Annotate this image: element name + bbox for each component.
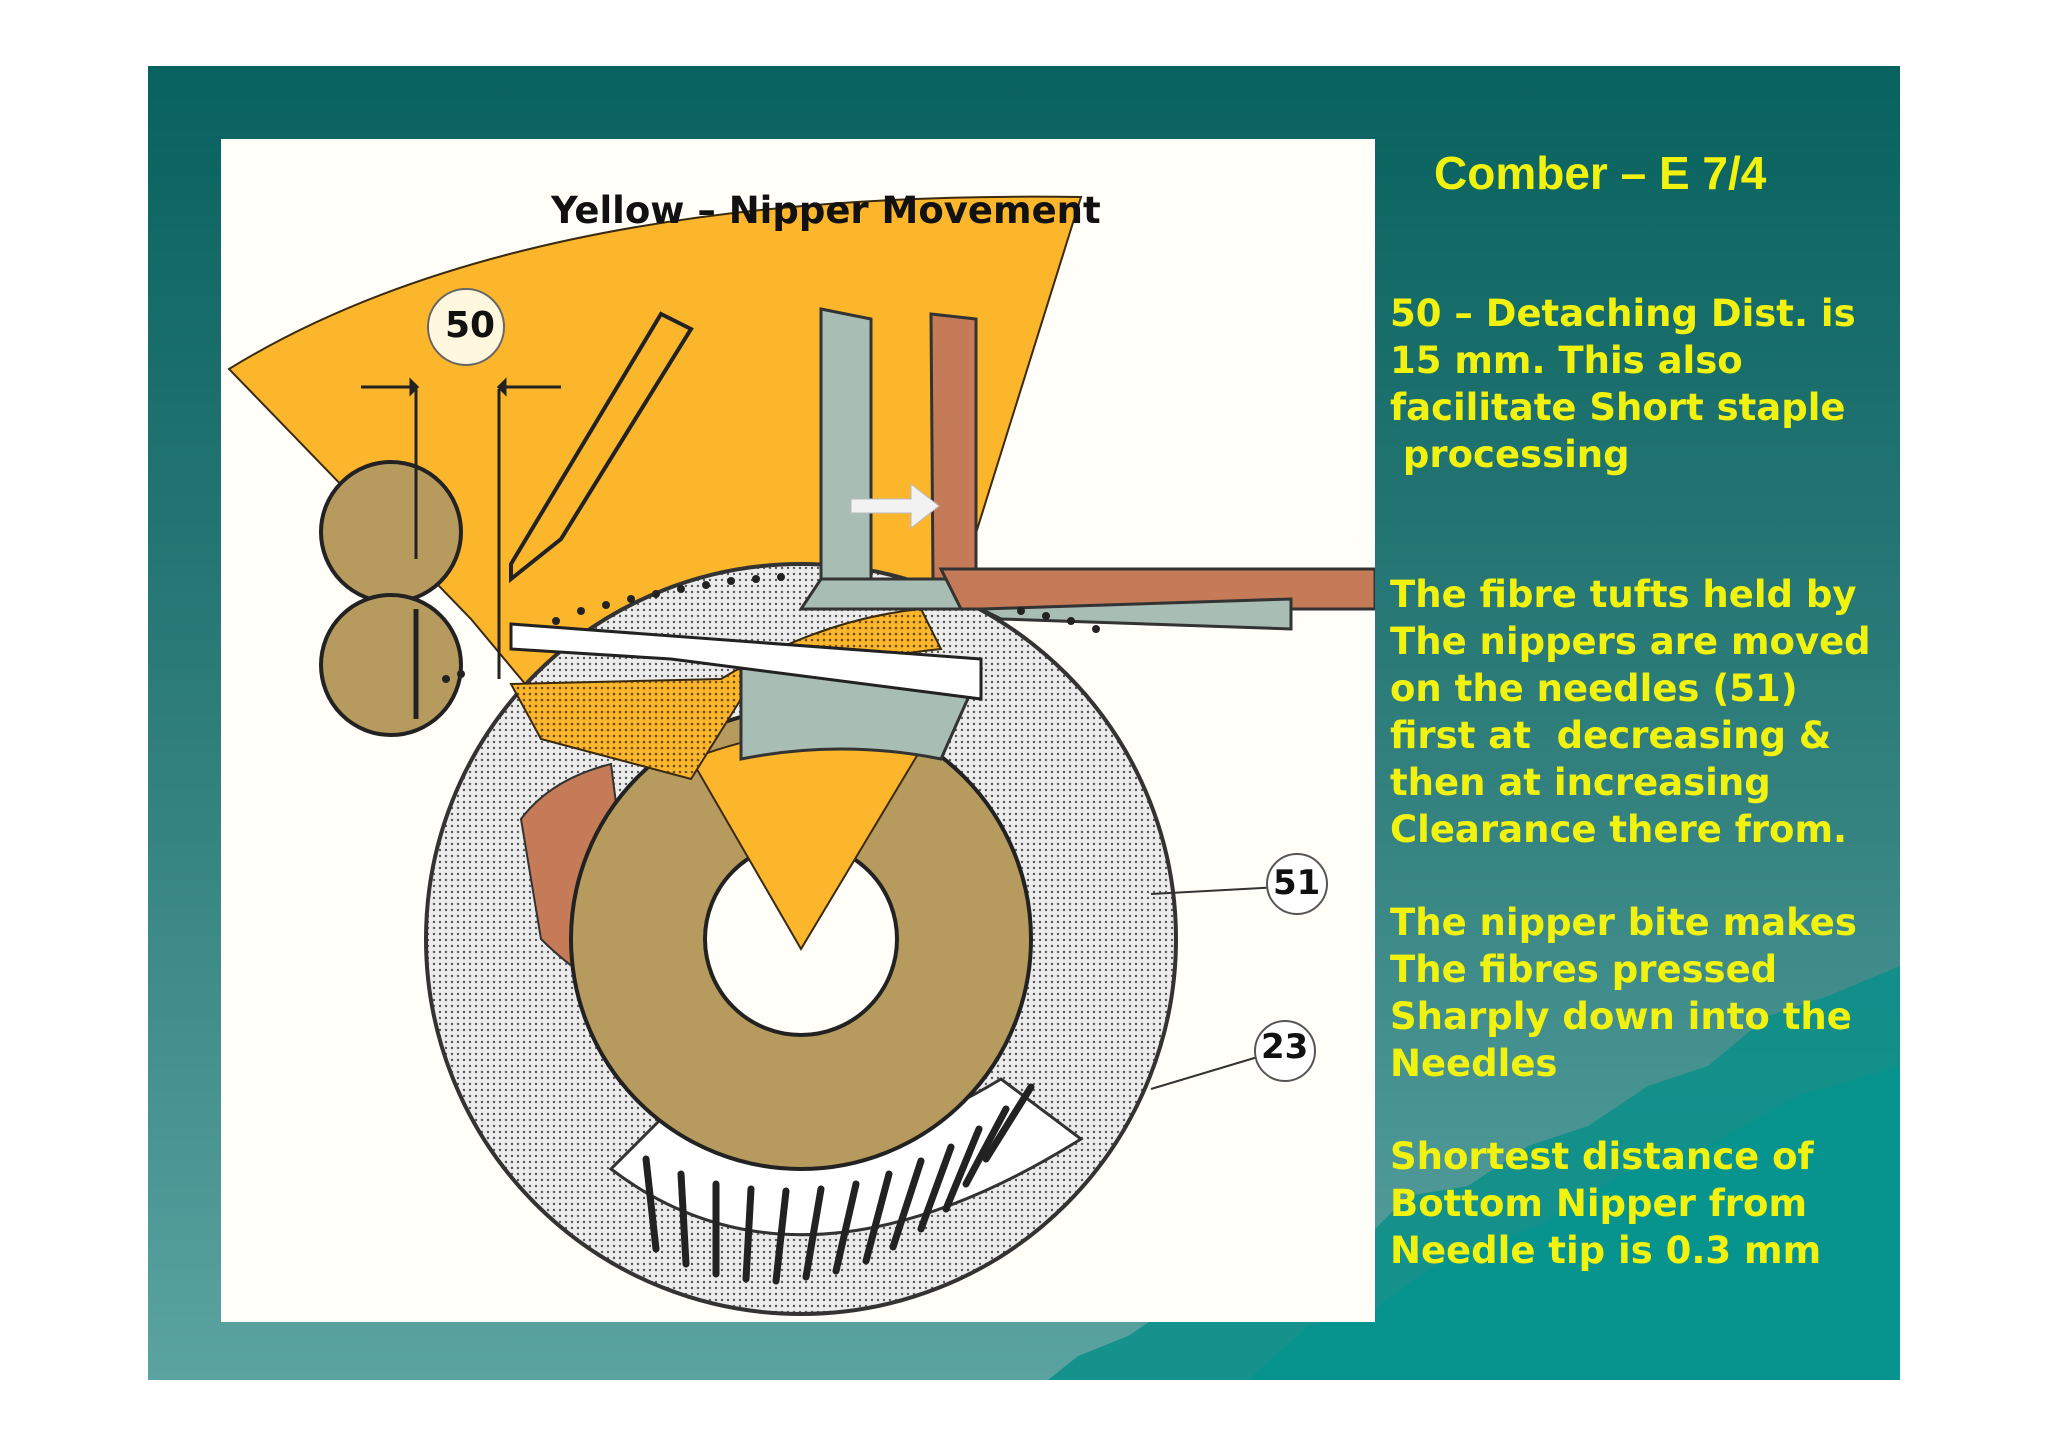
nipper-knife xyxy=(509,311,694,584)
top-nipper-arm xyxy=(819,307,873,581)
detaching-distance-marks xyxy=(361,377,561,679)
fibre-dots xyxy=(552,573,1100,633)
bottom-detaching-roller xyxy=(319,593,463,737)
callout-51-circle xyxy=(1266,853,1328,915)
callout-23-circle xyxy=(1254,1020,1316,1082)
motion-arrow xyxy=(850,482,940,530)
note-shortest-distance: Shortest distance of Bottom Nipper from … xyxy=(1390,1135,1822,1272)
bottom-nipper xyxy=(509,622,983,701)
callout-50: 50 xyxy=(445,305,496,346)
slide: Yellow – Nipper Movement 50 51 23 Comber… xyxy=(148,66,1900,1380)
callout-51: 51 xyxy=(1273,863,1321,903)
note-fibre-tufts: The fibre tufts held by The nippers are … xyxy=(1390,573,1871,851)
note-detaching-distance: 50 – Detaching Dist. is 15 mm. This also… xyxy=(1390,292,1856,476)
diagram-panel: Yellow – Nipper Movement 50 51 23 xyxy=(221,139,1375,1322)
comber-diagram xyxy=(227,195,1375,1316)
top-detaching-roller xyxy=(319,460,463,604)
needle-teeth xyxy=(642,1083,1035,1285)
diagram-title: Yellow – Nipper Movement xyxy=(551,189,1101,232)
note-nipper-bite: The nipper bite makes The fibres pressed… xyxy=(1390,901,1857,1085)
callout-50-circle xyxy=(427,288,505,366)
feed-arm xyxy=(929,312,978,581)
cushion-plate xyxy=(980,597,1293,631)
callout-23: 23 xyxy=(1261,1027,1309,1067)
slide-title: Comber – E 7/4 xyxy=(1434,147,1767,199)
